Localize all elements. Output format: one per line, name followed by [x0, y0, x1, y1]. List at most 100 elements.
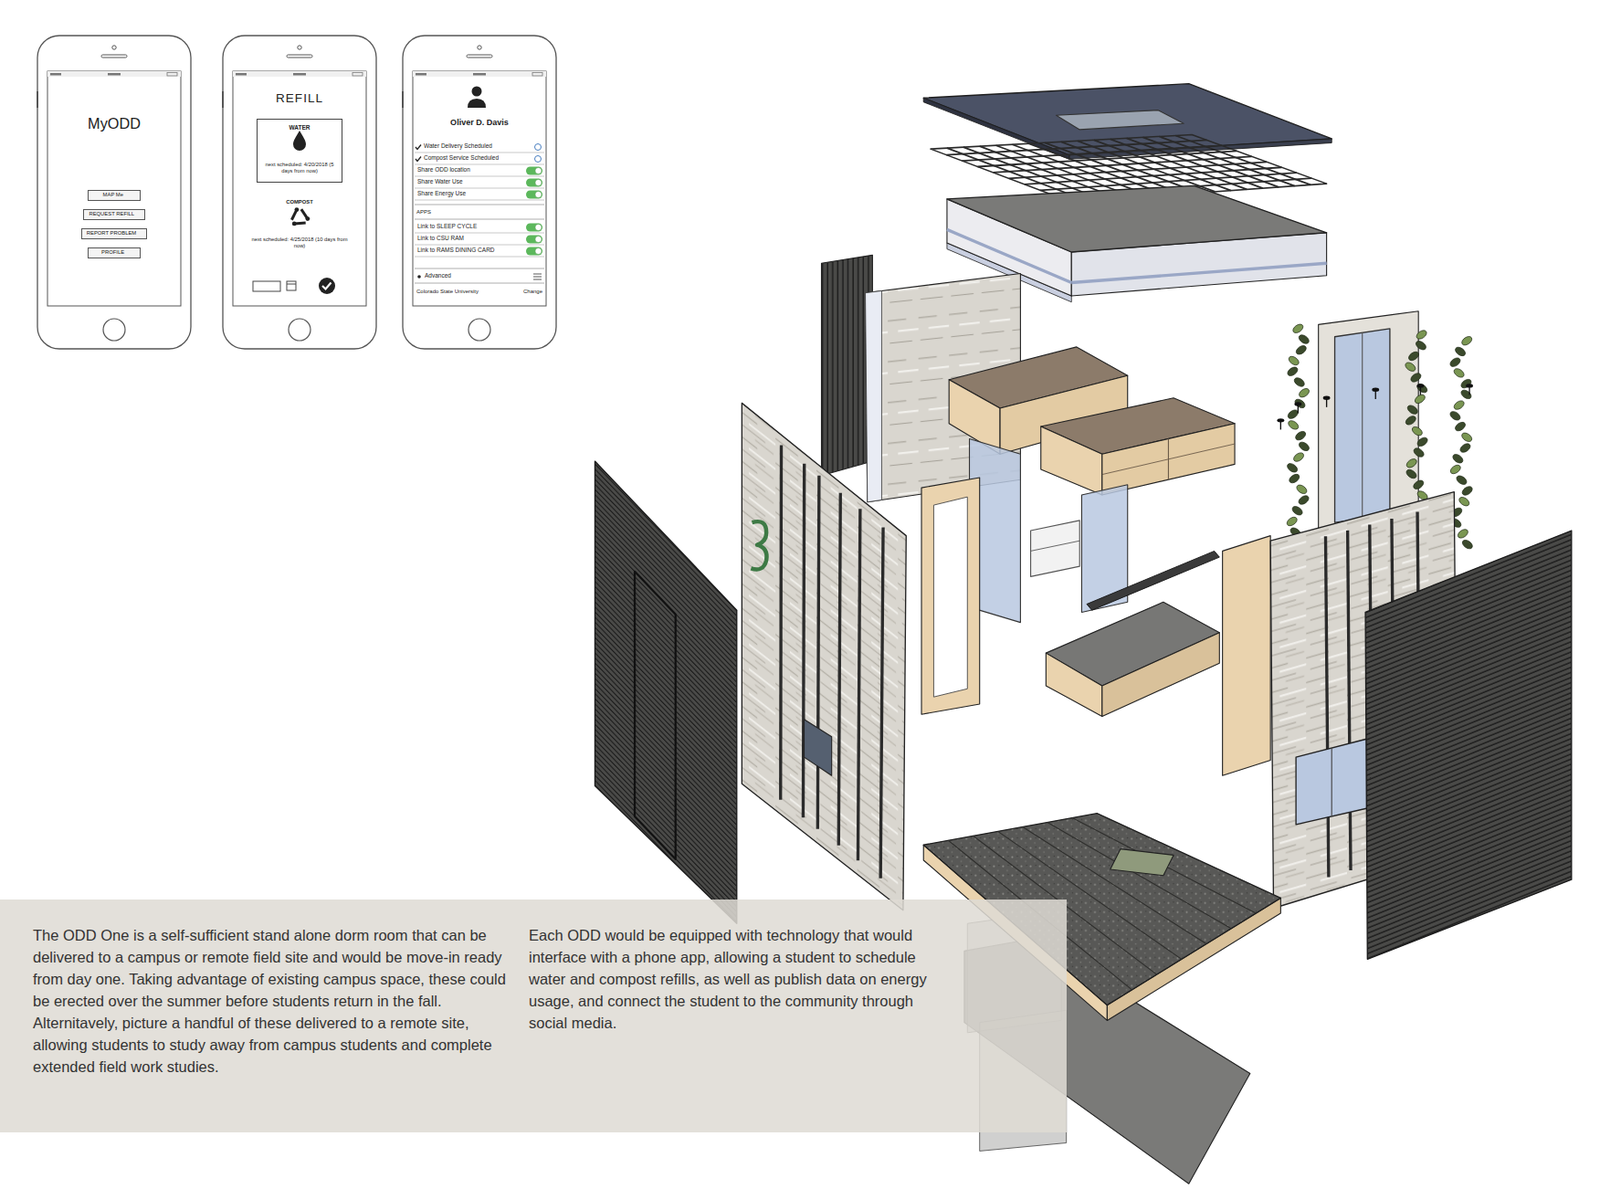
polygon-shape [1110, 849, 1174, 876]
polygon-shape [1041, 426, 1103, 495]
phone-screen: REFILLCOMPOSTnext scheduled: 4/25/2018 (… [232, 71, 367, 306]
row-divider [414, 152, 545, 154]
section-heading: APPS [416, 209, 432, 216]
phone-body [37, 35, 191, 349]
setting-row: Compost Service Scheduled [423, 154, 499, 162]
vine-leaf [1460, 431, 1474, 443]
status-bar [47, 71, 181, 77]
polygon-shape [1318, 311, 1420, 531]
polygon-shape [1102, 423, 1235, 495]
line-shape [1361, 332, 1363, 518]
calendar-bar [286, 284, 296, 285]
path-shape [750, 521, 767, 569]
vine-leaf [1460, 335, 1474, 348]
polygon-shape [1031, 520, 1081, 577]
vine-leaf [1411, 446, 1425, 459]
phone-speaker [101, 54, 127, 58]
profile-name: Oliver D. Davis [412, 117, 547, 128]
polygon-shape [1365, 530, 1572, 959]
schedule-note: next scheduled: 4/25/2018 (10 days from … [249, 236, 350, 250]
vine-leaf [1449, 463, 1463, 475]
vine-leaf [1453, 345, 1467, 358]
polygon-shape [1045, 652, 1102, 716]
fin-line [1326, 536, 1329, 877]
section-divider [414, 219, 545, 221]
vine-leaf [1448, 410, 1462, 422]
g-shape [37, 35, 557, 349]
polygon-shape [933, 496, 968, 697]
toggle-knob [535, 190, 542, 198]
app-button: REPORT PROBLEM [81, 228, 148, 240]
vine-leaf [1451, 452, 1464, 465]
g-shape [780, 444, 884, 878]
polygon-shape [865, 290, 883, 502]
text-band: The ODD One is a self-sufficient stand a… [0, 899, 1067, 1133]
g-shape [1276, 383, 1474, 430]
phone-camera [112, 45, 116, 50]
vine-leaf [1404, 467, 1418, 480]
toggle-knob [535, 235, 542, 243]
home-button [103, 318, 126, 341]
phone-screen-frame [412, 71, 547, 306]
vine-leaf [1294, 429, 1307, 442]
button-label: PROFILE [101, 249, 125, 256]
vine-leaf [1293, 376, 1306, 389]
phone-screen-frame [47, 71, 181, 306]
refill-card: WATERnext scheduled: 4/20/2018 (5 days f… [256, 118, 343, 183]
vine-leaf [1448, 356, 1462, 369]
g-shape [252, 86, 545, 295]
screw-head [1294, 401, 1302, 406]
footer-link: Change [507, 288, 543, 295]
setting-row: Link to RAMS DINING CARD [417, 246, 495, 254]
line-shape [1331, 747, 1333, 817]
vine-leaf [1460, 484, 1474, 497]
app-button: MAP Me [87, 189, 141, 201]
phone-camera [297, 45, 302, 50]
polygon-shape [921, 477, 980, 715]
fin-line [817, 475, 820, 830]
signal-mark [235, 73, 247, 76]
phone-screen: Oliver D. DavisWater Delivery ScheduledC… [412, 71, 547, 306]
vine-leaf [1409, 371, 1422, 384]
plank-line [1072, 818, 1256, 915]
polygon-shape [947, 185, 1327, 253]
section-divider [414, 204, 545, 206]
row-divider [414, 200, 545, 201]
menu-icon-line [533, 279, 542, 281]
toggle-track [526, 235, 543, 244]
grid-line [993, 156, 1253, 173]
phone-screen: MyODDMAP MeREQUEST REFILLREPORT PROBLEMP… [47, 71, 181, 306]
vine-leaf [1406, 403, 1420, 416]
avatar-head [472, 86, 483, 97]
status-dot [535, 156, 542, 163]
line-shape [1071, 263, 1327, 283]
screw-head [1417, 383, 1425, 388]
vine-leaf [1410, 424, 1424, 437]
screw-head [1276, 418, 1285, 422]
toggle-track [526, 247, 543, 256]
vine-leaf [1414, 328, 1428, 341]
body-paragraph: Each ODD would be equipped with technolo… [528, 924, 931, 1034]
polygon-shape [821, 254, 874, 475]
home-button [288, 318, 311, 341]
menu-icon-line [533, 273, 542, 275]
vine-leaf [1454, 473, 1468, 486]
setting-row: Share ODD location [417, 166, 471, 174]
status-bar [232, 71, 367, 77]
screw-head [1465, 383, 1474, 388]
screw-head [1323, 396, 1331, 400]
signal-mark [415, 73, 427, 76]
vine-leaf [1456, 527, 1470, 540]
toggle-track [526, 223, 543, 232]
phone-camera [477, 45, 482, 50]
recycle-arrowhead [292, 221, 297, 226]
toggle-knob [535, 178, 542, 186]
setting-row: Share Water Use [417, 178, 464, 186]
battery-mark [532, 73, 543, 77]
side-button [36, 91, 39, 108]
row-divider [414, 244, 545, 246]
plank-line [1047, 821, 1232, 928]
battery-mark [167, 73, 178, 77]
setting-row: Share Energy Use [417, 189, 466, 198]
